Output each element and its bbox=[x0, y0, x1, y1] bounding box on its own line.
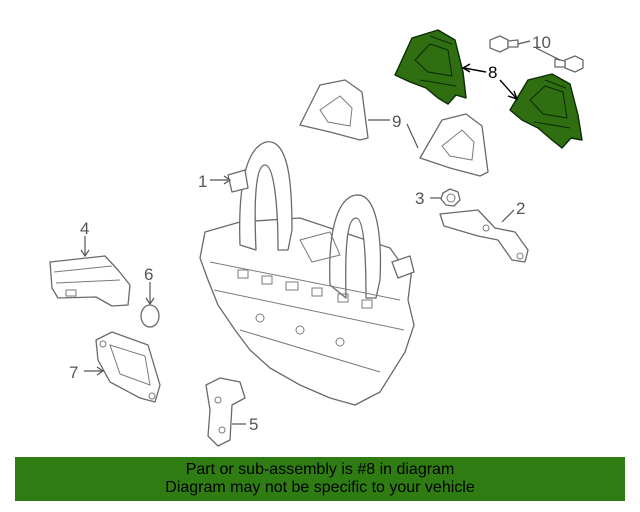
banner-line-1: Part or sub-assembly is #8 in diagram bbox=[185, 461, 455, 478]
parts-diagram: 1 2 3 4 5 6 7 8 9 10 bbox=[49, 29, 584, 447]
part-6-grommet[interactable] bbox=[140, 304, 160, 328]
info-banner: Part or sub-assembly is #8 in diagram Di… bbox=[15, 457, 625, 501]
part-4-side-bracket[interactable] bbox=[49, 255, 131, 307]
part-7-plate[interactable] bbox=[95, 331, 161, 403]
callout-6: 6 bbox=[144, 265, 153, 284]
callout-4: 4 bbox=[80, 219, 89, 238]
part-10-bolt-upper[interactable] bbox=[489, 35, 519, 53]
part-5-bracket[interactable] bbox=[205, 377, 246, 447]
part-1-rear-panel[interactable] bbox=[199, 141, 415, 406]
callout-7: 7 bbox=[69, 363, 78, 382]
part-2-bracket[interactable] bbox=[439, 209, 529, 263]
banner-line-2: Diagram may not be specific to your vehi… bbox=[165, 479, 475, 496]
callout-10: 10 bbox=[532, 33, 551, 52]
part-9-cover-left[interactable] bbox=[299, 79, 369, 141]
callout-2: 2 bbox=[516, 199, 525, 218]
callout-9: 9 bbox=[392, 112, 401, 131]
callout-3: 3 bbox=[415, 189, 424, 208]
part-9-cover-right[interactable] bbox=[419, 113, 489, 177]
callout-5: 5 bbox=[249, 415, 258, 434]
callout-1: 1 bbox=[198, 172, 207, 191]
part-8-trim-left[interactable] bbox=[394, 29, 467, 105]
part-3-nut[interactable] bbox=[440, 188, 461, 207]
part-8-trim-right[interactable] bbox=[509, 73, 583, 149]
part-10-bolt-lower[interactable] bbox=[554, 55, 584, 73]
callout-8: 8 bbox=[488, 63, 497, 82]
leader-lines bbox=[80, 40, 561, 425]
